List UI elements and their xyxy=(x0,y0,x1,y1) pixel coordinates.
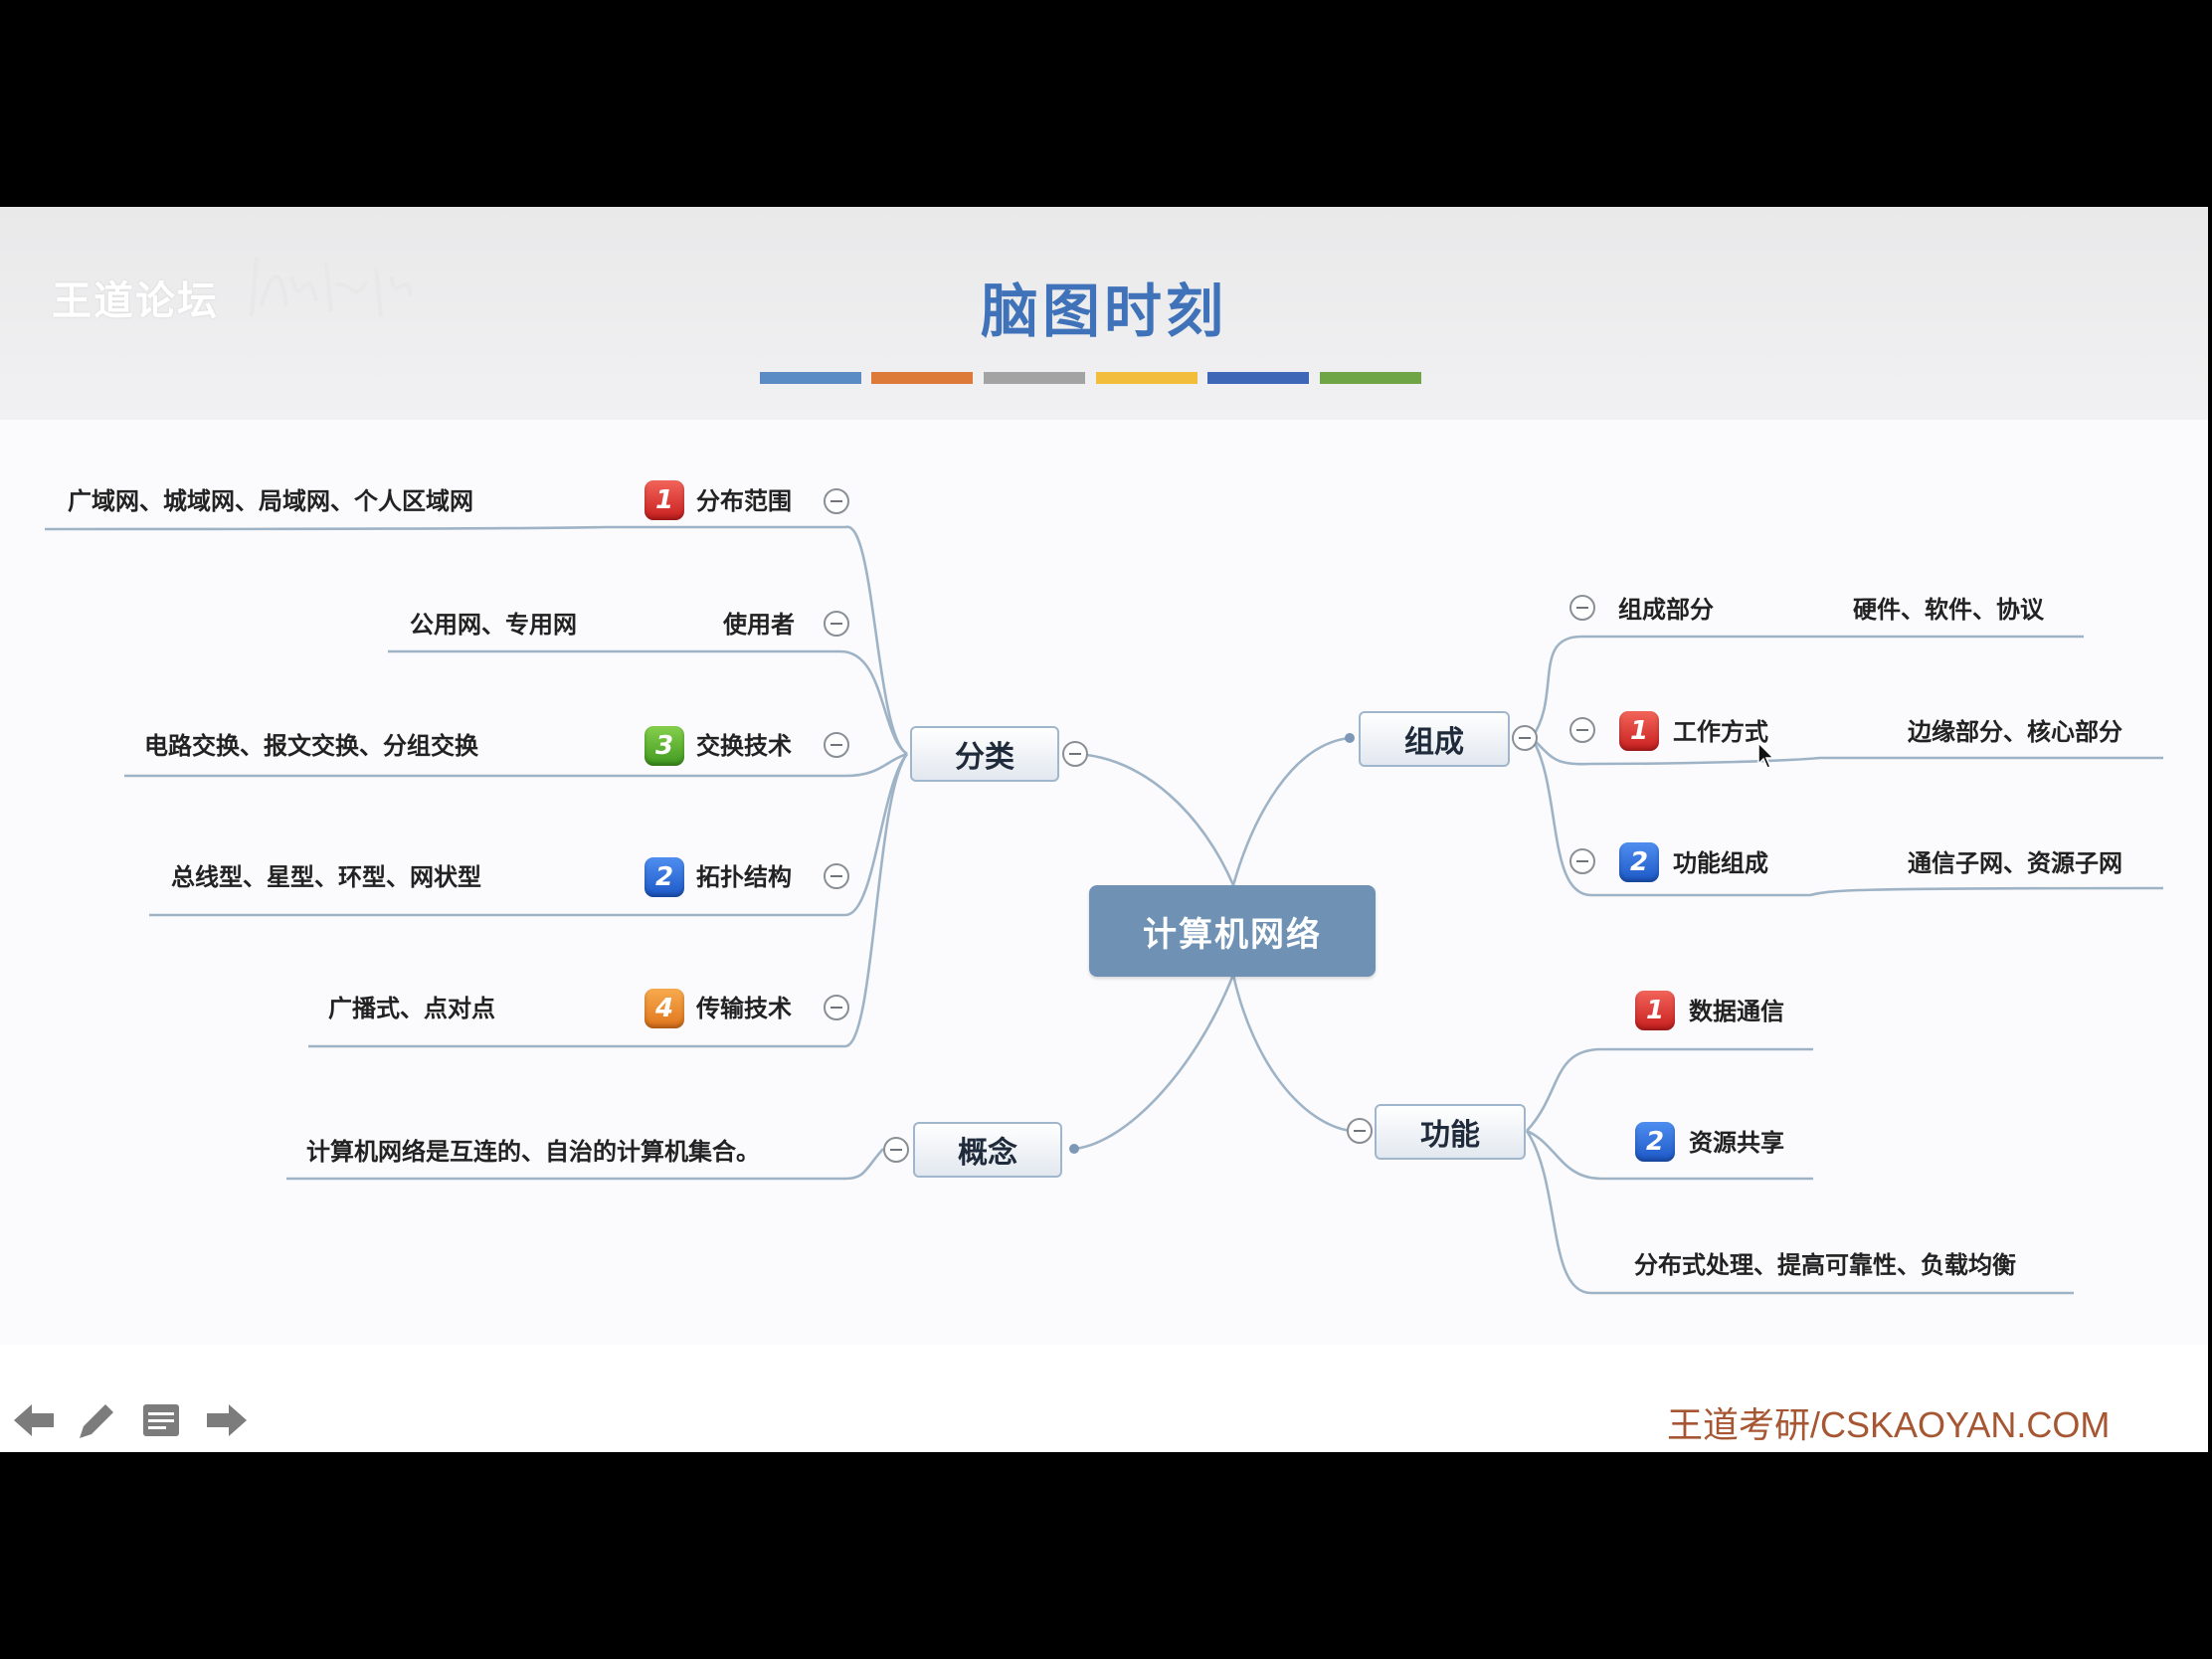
branch-node-composition[interactable]: 组成 xyxy=(1359,711,1510,767)
branch-node-function[interactable]: 功能 xyxy=(1375,1104,1526,1160)
collapse-icon[interactable] xyxy=(824,995,849,1020)
topic-label[interactable]: 使用者 xyxy=(723,611,795,639)
topic-label[interactable]: 功能组成 xyxy=(1673,849,1768,877)
detail-label[interactable]: 广播式、点对点 xyxy=(328,995,495,1022)
collapse-icon[interactable] xyxy=(1569,717,1595,743)
detail-label[interactable]: 广域网、城域网、局域网、个人区域网 xyxy=(68,487,473,515)
topic-label[interactable]: 传输技术 xyxy=(696,995,792,1022)
footer-brand: 王道考研/CSKAOYAN.COM xyxy=(1667,1404,2111,1445)
detail-label[interactable]: 公用网、专用网 xyxy=(410,611,577,639)
collapse-icon[interactable] xyxy=(1569,595,1595,621)
color-stripe-1 xyxy=(760,372,861,384)
color-stripe-2 xyxy=(871,372,973,384)
color-stripe-3 xyxy=(984,372,1085,384)
branch-node-classification[interactable]: 分类 xyxy=(910,726,1059,782)
badge-red-icon: 1 xyxy=(645,480,684,520)
detail-label[interactable]: 总线型、星型、环型、网状型 xyxy=(171,863,481,891)
badge-blue-icon: 2 xyxy=(645,857,684,897)
badge-red-icon: 1 xyxy=(1635,991,1675,1030)
collapse-icon[interactable] xyxy=(883,1137,909,1163)
badge-orange-icon: 4 xyxy=(645,989,684,1028)
collapse-icon[interactable] xyxy=(824,611,849,637)
page-title: 脑图时刻 xyxy=(980,277,1227,345)
topic-label[interactable]: 交换技术 xyxy=(696,732,792,760)
color-stripe-4 xyxy=(1096,372,1198,384)
forward-arrow-icon[interactable] xyxy=(203,1396,251,1444)
topic-label[interactable]: 数据通信 xyxy=(1689,998,1784,1025)
slide: 王道论坛 脑图时刻 xyxy=(0,207,2208,1452)
topic-label[interactable]: 分布式处理、提高可靠性、负载均衡 xyxy=(1634,1251,2016,1279)
collapse-icon[interactable] xyxy=(1512,725,1538,751)
collapse-icon[interactable] xyxy=(1062,741,1088,767)
collapse-icon[interactable] xyxy=(824,863,849,889)
topic-label[interactable]: 资源共享 xyxy=(1689,1129,1784,1157)
detail-label[interactable]: 通信子网、资源子网 xyxy=(1908,849,2122,877)
back-arrow-icon[interactable] xyxy=(10,1396,58,1444)
collapse-icon[interactable] xyxy=(1347,1118,1373,1144)
detail-label[interactable]: 边缘部分、核心部分 xyxy=(1908,718,2122,746)
badge-red-icon: 1 xyxy=(1619,711,1659,751)
badge-blue-icon: 2 xyxy=(1619,842,1659,882)
collapse-icon[interactable] xyxy=(824,732,849,758)
detail-label[interactable]: 硬件、软件、协议 xyxy=(1853,596,2044,624)
color-stripe-6 xyxy=(1320,372,1421,384)
slide-footer xyxy=(0,1345,2208,1452)
mouse-cursor-icon xyxy=(1757,742,1775,769)
collapse-icon[interactable] xyxy=(824,488,849,514)
slide-header: 王道论坛 脑图时刻 xyxy=(0,207,2208,420)
pen-icon[interactable] xyxy=(72,1396,119,1444)
signature-watermark-icon xyxy=(250,256,413,317)
topic-label[interactable]: 组成部分 xyxy=(1618,596,1714,624)
topic-label[interactable]: 工作方式 xyxy=(1673,718,1768,746)
badge-blue-icon: 2 xyxy=(1635,1122,1675,1162)
badge-green-icon: 3 xyxy=(645,726,684,766)
collapse-icon[interactable] xyxy=(1569,848,1595,874)
detail-label[interactable]: 计算机网络是互连的、自治的计算机集合。 xyxy=(306,1138,760,1166)
forum-logo: 王道论坛 xyxy=(52,278,219,324)
topic-label[interactable]: 分布范围 xyxy=(696,487,792,515)
topic-label[interactable]: 拓扑结构 xyxy=(696,863,792,891)
notes-icon[interactable] xyxy=(137,1396,185,1444)
branch-node-concept[interactable]: 概念 xyxy=(913,1122,1062,1178)
color-stripe-5 xyxy=(1207,372,1309,384)
root-node[interactable]: 计算机网络 xyxy=(1089,885,1376,977)
detail-label[interactable]: 电路交换、报文交换、分组交换 xyxy=(144,732,478,760)
mindmap-canvas xyxy=(0,420,2208,1345)
